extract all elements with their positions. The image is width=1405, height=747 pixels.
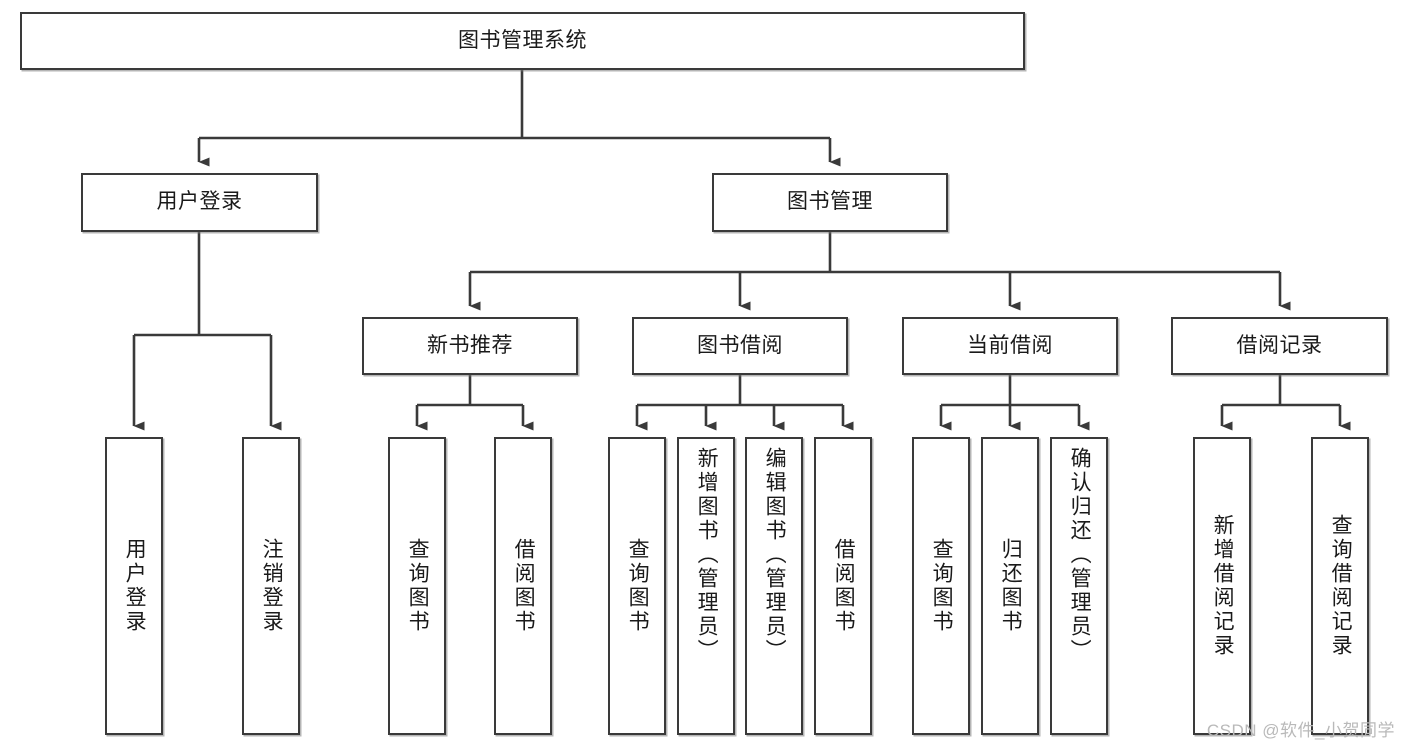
node-label: 编辑图书（管理员） bbox=[763, 447, 787, 663]
leaf-node-current-borrow-return[interactable]: 归还图书 bbox=[981, 437, 1039, 735]
node-label: 当前借阅 bbox=[967, 333, 1053, 357]
leaf-node-current-borrow-confirm-admin[interactable]: 确认归还（管理员） bbox=[1050, 437, 1108, 735]
node-label: 查询借阅记录 bbox=[1329, 514, 1353, 658]
node-new-book-recommendation[interactable]: 新书推荐 bbox=[362, 317, 578, 375]
leaf-node-book-borrow-edit-admin[interactable]: 编辑图书（管理员） bbox=[745, 437, 803, 735]
node-root-book-management-system[interactable]: 图书管理系统 bbox=[20, 12, 1025, 70]
csdn-watermark: CSDN @软件_小贺同学 bbox=[1206, 721, 1395, 740]
leaf-node-borrow-record-query[interactable]: 查询借阅记录 bbox=[1311, 437, 1369, 735]
node-book-borrowing[interactable]: 图书借阅 bbox=[632, 317, 848, 375]
node-label: 注销登录 bbox=[260, 538, 284, 634]
node-label: 借阅记录 bbox=[1236, 333, 1323, 357]
node-label: 图书管理 bbox=[787, 190, 873, 214]
node-label: 图书借阅 bbox=[697, 333, 783, 357]
node-label: 查询图书 bbox=[626, 538, 650, 634]
node-label: 用户登录 bbox=[156, 190, 243, 214]
node-label: 归还图书 bbox=[999, 538, 1023, 634]
node-book-management[interactable]: 图书管理 bbox=[712, 173, 948, 232]
node-label: 图书管理系统 bbox=[458, 28, 587, 52]
leaf-node-user-login-logout[interactable]: 注销登录 bbox=[242, 437, 300, 735]
node-label: 确认归还（管理员） bbox=[1068, 447, 1092, 663]
leaf-node-new-book-query[interactable]: 查询图书 bbox=[388, 437, 446, 735]
leaf-node-book-borrow-add-admin[interactable]: 新增图书（管理员） bbox=[677, 437, 735, 735]
node-label: 借阅图书 bbox=[832, 538, 856, 634]
leaf-node-borrow-record-add[interactable]: 新增借阅记录 bbox=[1193, 437, 1251, 735]
node-label: 查询图书 bbox=[930, 538, 954, 634]
leaf-node-book-borrow-borrow[interactable]: 借阅图书 bbox=[814, 437, 872, 735]
node-current-borrowing[interactable]: 当前借阅 bbox=[902, 317, 1118, 375]
node-label: 查询图书 bbox=[406, 538, 430, 634]
node-borrowing-record[interactable]: 借阅记录 bbox=[1171, 317, 1388, 375]
node-label: 借阅图书 bbox=[512, 538, 536, 634]
leaf-node-current-borrow-query[interactable]: 查询图书 bbox=[912, 437, 970, 735]
node-label: 新增借阅记录 bbox=[1211, 514, 1235, 658]
leaf-node-user-login-login[interactable]: 用户登录 bbox=[105, 437, 163, 735]
node-user-login[interactable]: 用户登录 bbox=[81, 173, 318, 232]
node-label: 新增图书（管理员） bbox=[695, 447, 719, 663]
leaf-node-book-borrow-query[interactable]: 查询图书 bbox=[608, 437, 666, 735]
node-label: 用户登录 bbox=[123, 538, 147, 634]
node-label: 新书推荐 bbox=[427, 333, 513, 357]
leaf-node-new-book-borrow[interactable]: 借阅图书 bbox=[494, 437, 552, 735]
